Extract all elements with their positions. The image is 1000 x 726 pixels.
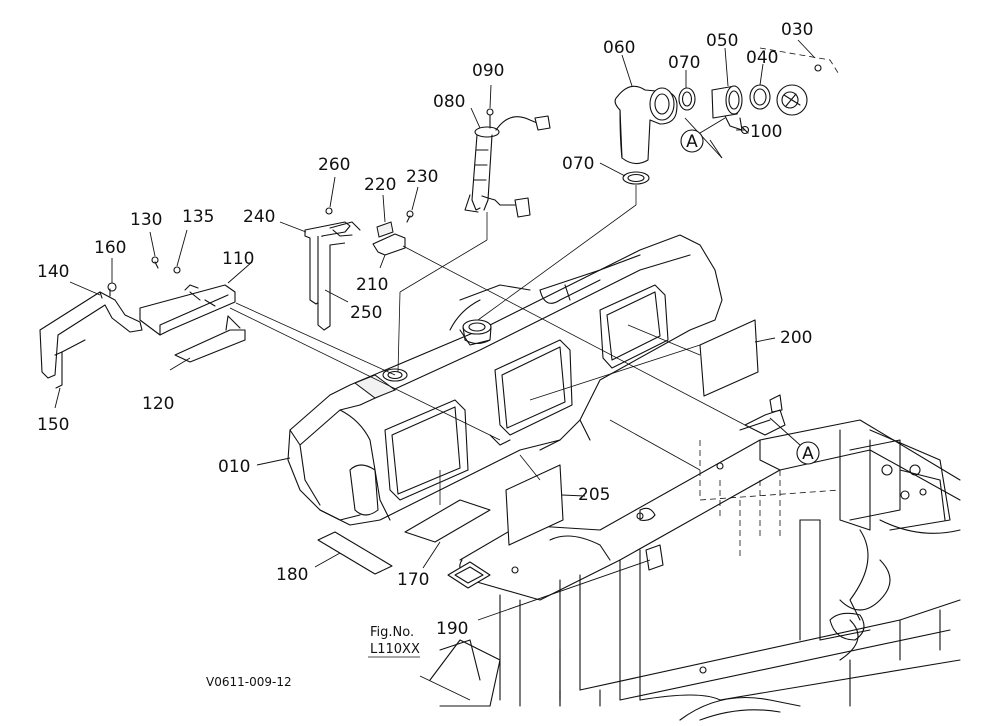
decal-190: [645, 544, 664, 571]
hose-clamp-070-lower: [622, 171, 650, 185]
label-180: 180: [276, 565, 308, 585]
fuel-gauge-sender: [464, 108, 551, 218]
label-160: 160: [94, 238, 126, 258]
label-060: 060: [603, 38, 635, 58]
label-030: 030: [781, 20, 813, 40]
label-210: 210: [356, 275, 388, 295]
label-090: 090: [472, 61, 504, 81]
bracket-140: [39, 282, 143, 379]
bracket-150: [54, 339, 86, 389]
figure-ref-line1: Fig.No.: [370, 625, 414, 640]
label-190: 190: [436, 619, 468, 639]
label-150: 150: [37, 415, 69, 435]
label-040: 040: [746, 48, 778, 68]
label-130: 130: [130, 210, 162, 230]
label-205: 205: [578, 485, 610, 505]
figure-ref-line2: L110XX: [370, 642, 420, 657]
decal-200: [699, 319, 759, 397]
bracket-210: [372, 210, 414, 256]
decal-205: [505, 464, 564, 546]
label-220: 220: [364, 175, 396, 195]
label-080: 080: [433, 92, 465, 112]
pad-170: [404, 499, 491, 543]
leader-lines: [54, 39, 816, 701]
label-110: 110: [222, 249, 254, 269]
filler-hose-060: [614, 85, 678, 165]
label-100: 100: [750, 122, 782, 142]
drawing-code: V0611-009-12: [206, 675, 292, 689]
label-260: 260: [318, 155, 350, 175]
label-240: 240: [243, 207, 275, 227]
label-230: 230: [406, 167, 438, 187]
filler-pipe-050: [711, 85, 743, 131]
callout-a-lower: A: [796, 441, 820, 465]
fuel-cap-030: [759, 47, 841, 116]
label-250: 250: [350, 303, 382, 323]
cover-120: [174, 315, 246, 363]
label-135: 135: [182, 207, 214, 227]
label-050: 050: [706, 31, 738, 51]
label-070-lower: 070: [562, 154, 594, 174]
callout-a-upper-label: A: [686, 132, 698, 152]
label-140: 140: [37, 262, 69, 282]
callout-a-lower-label: A: [802, 444, 814, 464]
bracket-240: [304, 207, 361, 331]
hose-clamp-070-upper: [678, 87, 696, 111]
part-labels: 010 030 040 050 060 070 070 080 090 100 …: [37, 20, 813, 639]
figure-reference: Fig.No. L110XX: [368, 625, 420, 658]
bracket-110: [139, 256, 236, 336]
gasket-040: [749, 84, 771, 110]
callout-a-upper: A: [680, 129, 704, 153]
label-010: 010: [218, 457, 250, 477]
fuel-tank: [287, 234, 723, 526]
tractor-frame: [429, 394, 961, 721]
label-170: 170: [397, 570, 429, 590]
label-200: 200: [780, 328, 812, 348]
pad-180: [317, 531, 393, 575]
label-120: 120: [142, 394, 174, 414]
label-070-upper: 070: [668, 53, 700, 73]
